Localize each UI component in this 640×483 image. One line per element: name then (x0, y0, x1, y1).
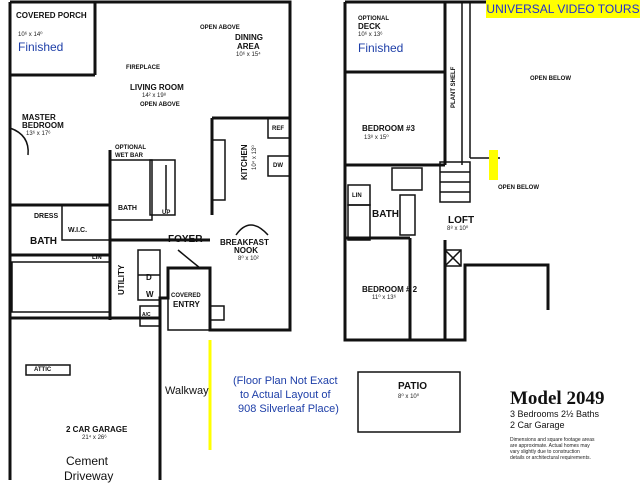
breakfast-nook-label-2: NOOK (234, 246, 258, 255)
patio-label: PATIO (398, 381, 428, 392)
garage-size: 21⁴ x 26⁶ (82, 435, 107, 441)
covered-entry-label-2: ENTRY (173, 300, 200, 309)
dress-label: DRESS (34, 213, 59, 220)
fireplace-label: FIREPLACE (126, 65, 161, 71)
upstairs-bath-label: BATH (372, 209, 400, 220)
disclaimer-line-1: Dimensions and square footage areas (510, 437, 595, 443)
kitchen-size: 10⁴ x 13⁰ (252, 145, 258, 170)
washer-label: W (146, 290, 154, 299)
dining-open-above: OPEN ABOVE (200, 25, 240, 31)
covered-porch-label: COVERED PORCH (16, 11, 87, 20)
dining-size: 10⁶ x 15⁴ (236, 52, 261, 58)
deck-status: Finished (358, 41, 404, 55)
bedroom-2-label: BEDROOM # 2 (362, 285, 418, 294)
model-garage: 2 Car Garage (510, 420, 565, 430)
disclaimer-line-2: are approximate. Actual homes may (510, 443, 590, 449)
covered-porch-size: 10⁶ x 14⁰ (18, 32, 43, 38)
dining-label-2: AREA (237, 42, 260, 51)
bedroom-3-label: BEDROOM #3 (362, 124, 415, 133)
deck-optional-label: OPTIONAL (358, 16, 389, 22)
covered-entry-label: COVERED (171, 293, 201, 299)
bedroom-3-size: 13⁸ x 15⁰ (364, 135, 389, 141)
attic-label: ATTIC (34, 367, 52, 373)
patio-size: 8⁰ x 10⁰ (398, 394, 420, 400)
garage-label: 2 CAR GARAGE (66, 425, 128, 434)
loft-label: LOFT (448, 215, 475, 226)
ref-label: REF (272, 126, 284, 132)
loft-size: 8⁸ x 10⁰ (447, 226, 469, 232)
wet-bar-label-2: WET BAR (115, 153, 143, 159)
covered-porch-status: Finished (18, 40, 64, 54)
disclaimer-line-3: vary slightly due to construction (510, 449, 580, 455)
breakfast-nook-label: BREAKFAST (220, 238, 269, 247)
kitchen-label: KITCHEN (240, 144, 249, 180)
linen-label: LIN (92, 255, 102, 261)
deck-label: DECK (358, 22, 381, 31)
utility-label: UTILITY (117, 264, 126, 295)
note-line-3: 908 Silverleaf Place) (238, 403, 339, 415)
open-below-label-2: OPEN BELOW (498, 185, 540, 191)
open-below-label: OPEN BELOW (530, 76, 572, 82)
wic-label: W.I.C. (68, 227, 88, 234)
half-bath-label: BATH (118, 205, 137, 212)
walkway-label: Walkway (165, 385, 209, 397)
foyer-label: FOYER (168, 234, 203, 245)
dining-label: DINING (235, 33, 263, 42)
deck-size: 10⁶ x 13⁶ (358, 32, 383, 38)
master-bath-label: BATH (30, 236, 58, 247)
model-bedrooms: 3 Bedrooms 2½ Baths (510, 409, 600, 419)
plant-shelf-label: PLANT SHELF (451, 66, 457, 108)
note-line-2: to Actual Layout of (240, 389, 331, 401)
note-line-1: (Floor Plan Not Exact (233, 375, 338, 387)
model-title: Model 2049 (510, 388, 605, 409)
driveway-label: Driveway (64, 469, 114, 483)
master-bedroom-label: MASTER (22, 113, 56, 122)
cement-label: Cement (66, 454, 109, 468)
living-room-size: 14² x 19⁸ (142, 93, 167, 99)
disclaimer-line-4: details or architectural requirements. (510, 455, 591, 461)
ac-label: A/C (142, 312, 151, 318)
living-room-label: LIVING ROOM (130, 83, 184, 92)
living-open-above: OPEN ABOVE (140, 102, 180, 108)
wet-bar-label: OPTIONAL (115, 145, 146, 151)
master-bedroom-size: 13⁶ x 17⁶ (26, 131, 51, 137)
dw-label: DW (273, 163, 283, 169)
master-bedroom-label-2: BEDROOM (22, 121, 64, 130)
bedroom-2-size: 11⁰ x 13⁶ (372, 295, 397, 301)
dryer-label: D (146, 273, 152, 282)
linen-label-2f: LIN (352, 193, 362, 199)
breakfast-nook-size: 8⁰ x 10² (238, 256, 259, 262)
brand-watermark: UNIVERSAL VIDEO TOURS (486, 0, 640, 18)
stairs-up-label: UP (162, 210, 171, 216)
